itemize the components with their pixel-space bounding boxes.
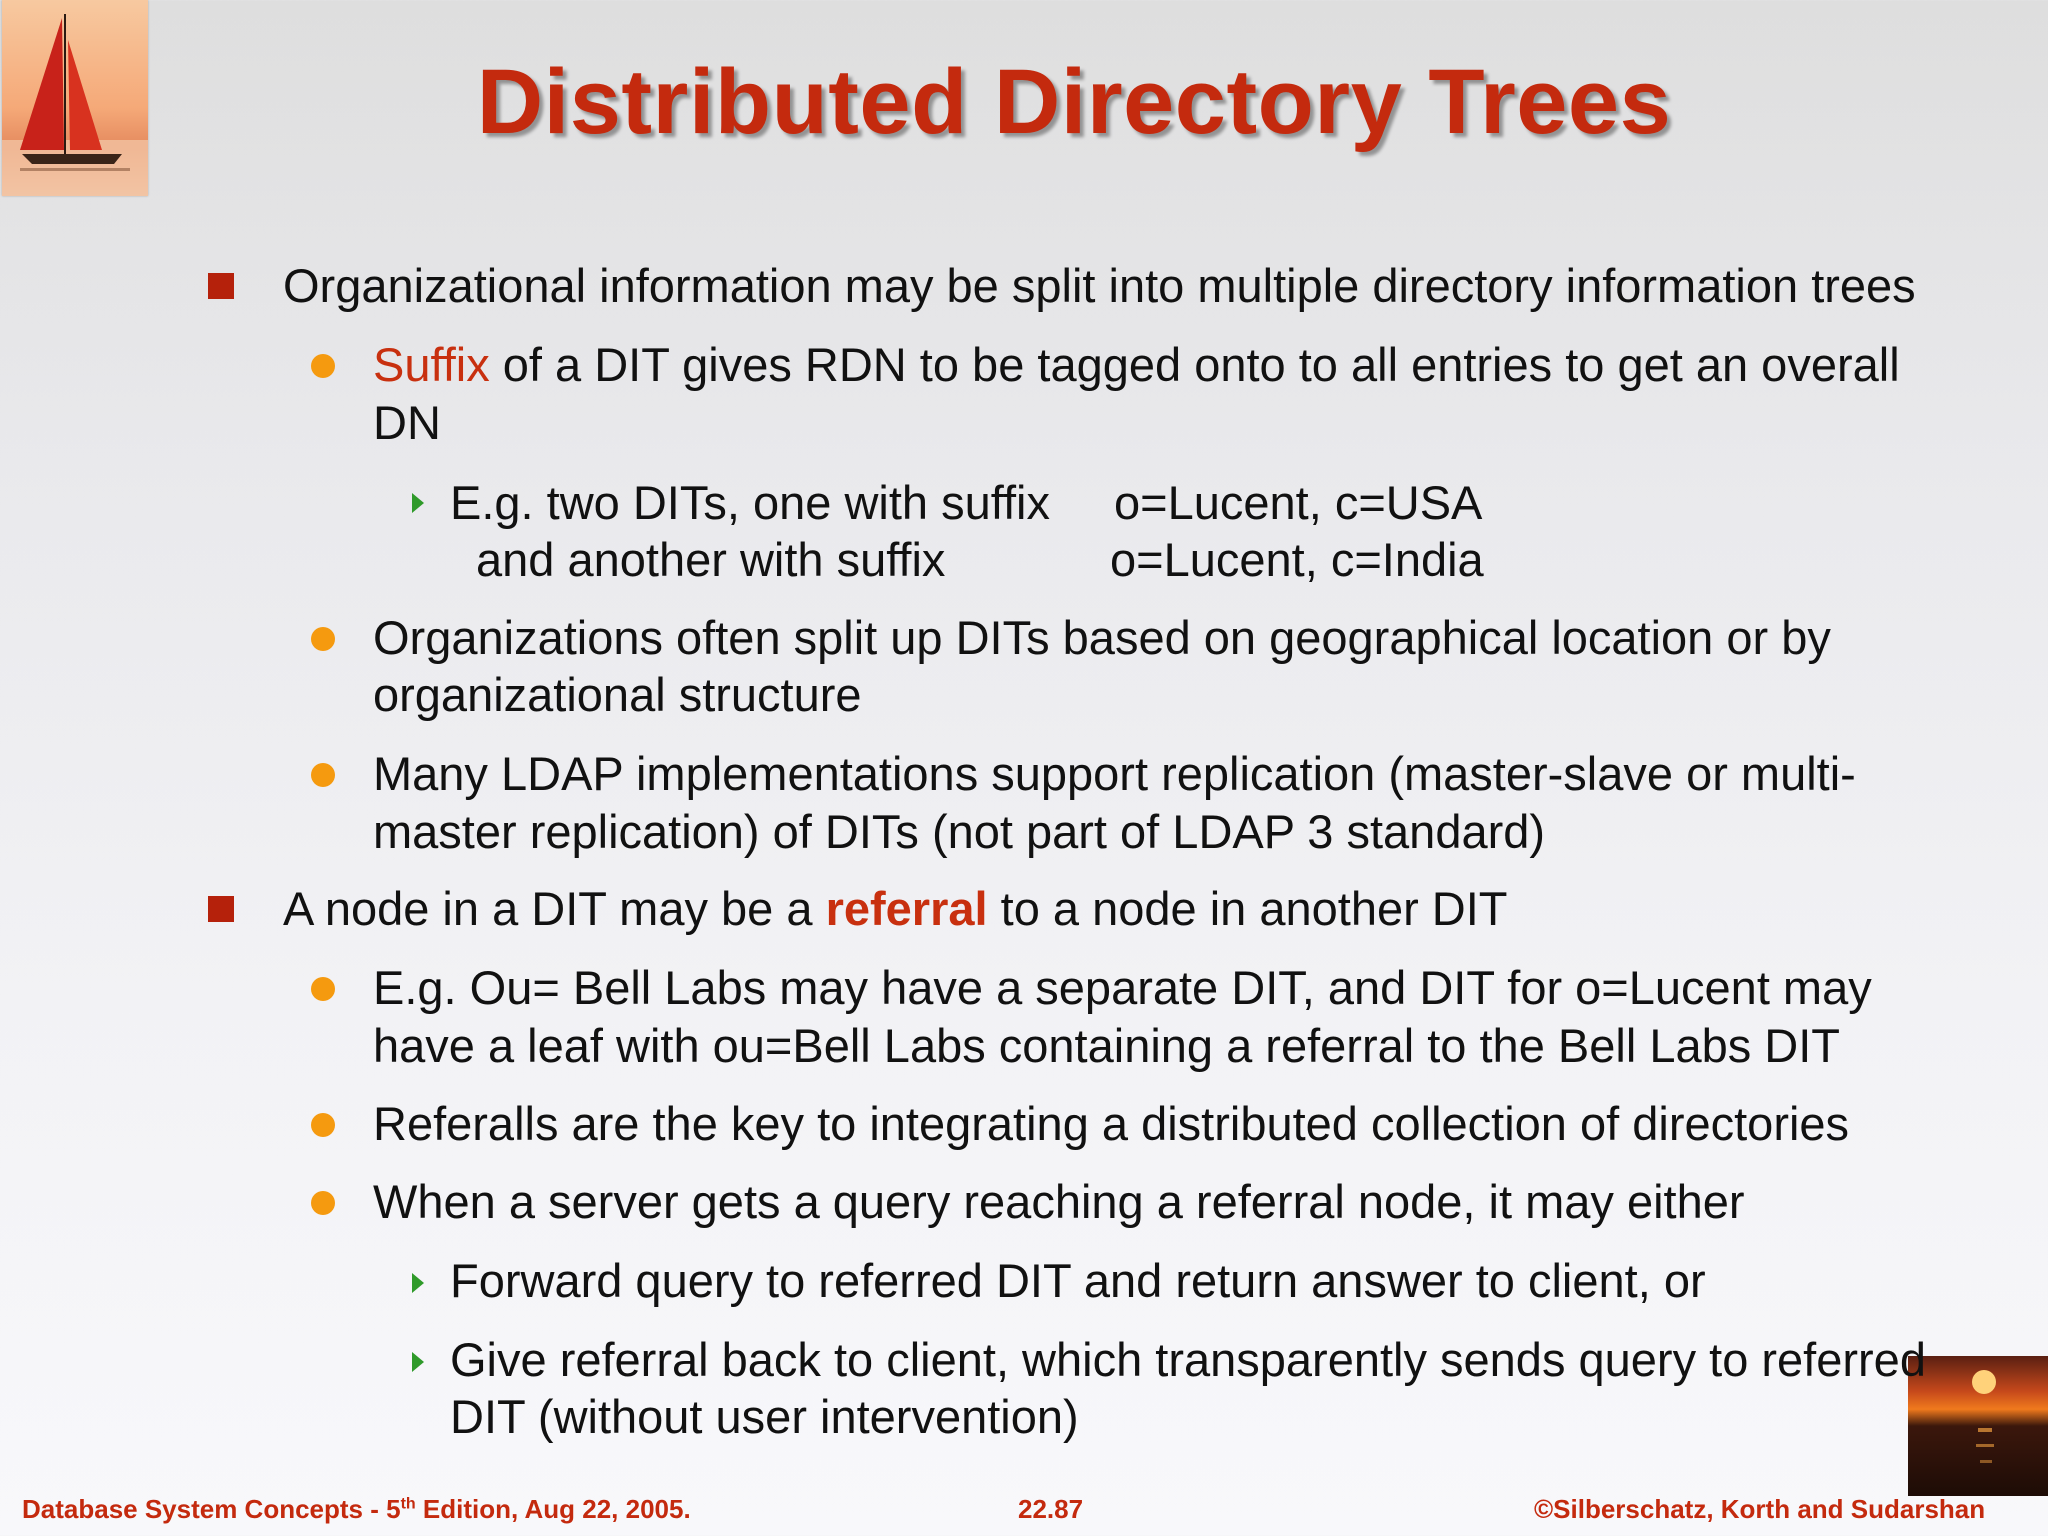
- footer-left-post: Edition, Aug 22, 2005.: [415, 1494, 691, 1524]
- bullet-1-2: Organizations often split up DITs based …: [373, 609, 1831, 667]
- sunset-logo: [1908, 1356, 2048, 1496]
- bullet-2-3-2-line1: Give referral back to client, which tran…: [450, 1333, 1926, 1386]
- dot-bullet-icon: [311, 354, 335, 378]
- dot-bullet-icon: [311, 977, 335, 1001]
- slide-title: Distributed Directory Trees: [476, 51, 1672, 153]
- bullet-1-2-line2: organizational structure: [373, 666, 862, 724]
- bullet-2-3-2: Give referral back to client, which tran…: [450, 1331, 1926, 1389]
- bullet-1-1: Suffix of a DIT gives RDN to be tagged o…: [373, 336, 1900, 394]
- dot-bullet-icon: [311, 1113, 335, 1137]
- bullet-2-text-post: to a node in another DIT: [987, 882, 1508, 935]
- bullet-1-3: Many LDAP implementations support replic…: [373, 745, 1856, 803]
- bullet-1-1-1-line2: and another with suffix o=Lucent, c=India: [476, 531, 1484, 589]
- bullet-1-1-1: E.g. two DITs, one with suffix o=Lucent, …: [450, 474, 1482, 532]
- example-line-a: E.g. two DITs, one with suffix: [450, 476, 1050, 529]
- bullet-2-3-2-line2: DIT (without user intervention): [450, 1388, 1079, 1446]
- bullet-1-1-text: of a DIT gives RDN to be tagged onto to …: [489, 338, 1900, 391]
- bullet-1-3-line1: Many LDAP implementations support replic…: [373, 747, 1856, 800]
- footer-page-number: 22.87: [1018, 1494, 1084, 1524]
- bullet-2-3-1-text: Forward query to referred DIT and return…: [450, 1254, 1706, 1307]
- footer-left-sup: th: [400, 1495, 416, 1513]
- bullet-1-2-line1: Organizations often split up DITs based …: [373, 611, 1831, 664]
- bullet-2-3: When a server gets a query reaching a re…: [373, 1173, 1745, 1231]
- bullet-2-text-pre: A node in a DIT may be a: [283, 882, 826, 935]
- bullet-2-1-line2: have a leaf with ou=Bell Labs containing…: [373, 1017, 1840, 1075]
- bullet-1-1-line2-text: DN: [373, 396, 441, 449]
- dot-bullet-icon: [311, 1191, 335, 1215]
- example-line-b-value: o=Lucent, c=India: [1110, 533, 1484, 586]
- footer-left: Database System Concepts - 5th Edition, …: [22, 1494, 691, 1525]
- triangle-bullet-icon: [412, 1352, 424, 1372]
- bullet-1-3-line2: master replication) of DITs (not part of…: [373, 803, 1545, 861]
- dot-bullet-icon: [311, 763, 335, 787]
- bullet-2-2-text: Referalls are the key to integrating a d…: [373, 1097, 1850, 1150]
- bullet-2-1-line1: E.g. Ou= Bell Labs may have a separate D…: [373, 961, 1872, 1014]
- bullet-2-3-1: Forward query to referred DIT and return…: [450, 1252, 1706, 1310]
- bullet-2: A node in a DIT may be a referral to a n…: [283, 880, 1508, 938]
- sailboat-logo: [2, 0, 148, 196]
- bullet-2-1: E.g. Ou= Bell Labs may have a separate D…: [373, 959, 1872, 1017]
- bullet-list: Organizational information may be split …: [208, 257, 1926, 1446]
- dot-bullet-icon: [311, 627, 335, 651]
- footer-copyright: ©Silberschatz, Korth and Sudarshan: [1534, 1494, 1986, 1524]
- example-line-b: and another with suffix: [476, 533, 946, 586]
- bullet-2-1-line2-text: have a leaf with ou=Bell Labs containing…: [373, 1019, 1841, 1072]
- bullet-1-text: Organizational information may be split …: [283, 259, 1916, 312]
- footer-left-pre: Database System Concepts - 5: [22, 1494, 401, 1524]
- bullet-1-3-line2-text: master replication) of DITs (not part of…: [373, 805, 1546, 858]
- bullet-1: Organizational information may be split …: [283, 257, 1916, 315]
- referral-term: referral: [825, 882, 988, 935]
- bullet-1-1-line2: DN: [373, 394, 441, 452]
- triangle-bullet-icon: [412, 493, 424, 513]
- bullet-2-3-text: When a server gets a query reaching a re…: [373, 1175, 1745, 1228]
- suffix-term: Suffix: [373, 338, 490, 391]
- triangle-bullet-icon: [412, 1273, 424, 1293]
- example-line-a-value: o=Lucent, c=USA: [1114, 476, 1483, 529]
- bullet-2-3-2-line2-text: DIT (without user intervention): [450, 1390, 1079, 1443]
- square-bullet-icon: [208, 273, 234, 299]
- bullet-1-2-line2-text: organizational structure: [373, 668, 862, 721]
- square-bullet-icon: [208, 896, 234, 922]
- bullet-2-2: Referalls are the key to integrating a d…: [373, 1095, 1849, 1153]
